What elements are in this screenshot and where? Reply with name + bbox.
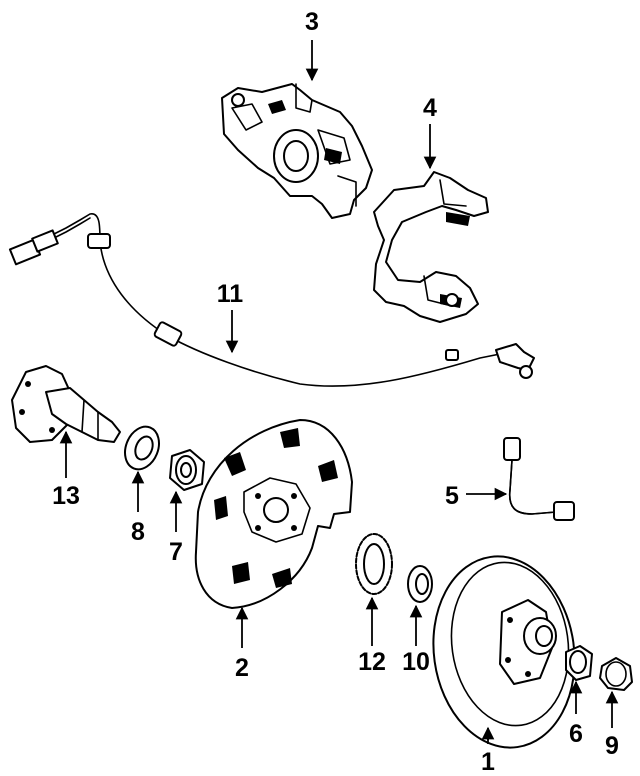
callout-8: 8 (131, 518, 145, 546)
seal (124, 425, 160, 471)
callout-2: 2 (235, 654, 249, 682)
callout-10: 10 (402, 648, 430, 676)
callout-6: 6 (569, 720, 583, 748)
hub-spindle (11, 365, 121, 443)
splash-shield (194, 419, 353, 609)
callout-9: 9 (605, 732, 619, 760)
callout-7: 7 (169, 538, 183, 566)
callout-5: 5 (445, 482, 459, 510)
dust-cap (599, 657, 633, 691)
callout-12: 12 (358, 648, 386, 676)
abs-tone-ring (355, 533, 393, 595)
callout-13: 13 (52, 482, 80, 510)
callout-11: 11 (217, 280, 244, 308)
callout-labels: 3 4 11 13 8 7 5 2 12 10 6 9 1 (52, 8, 619, 776)
caliper (221, 83, 373, 219)
seal-outer (407, 565, 433, 603)
leader-lines (59, 40, 619, 744)
inner-bearing (169, 449, 205, 491)
brake-rotor (432, 555, 576, 749)
caliper-bracket (373, 171, 489, 323)
abs-sensor-cable (8, 213, 535, 387)
callout-3: 3 (305, 8, 319, 36)
brake-hose (503, 437, 575, 521)
outer-bearing (565, 645, 593, 681)
callout-1: 1 (481, 748, 495, 776)
callout-4: 4 (423, 94, 437, 122)
